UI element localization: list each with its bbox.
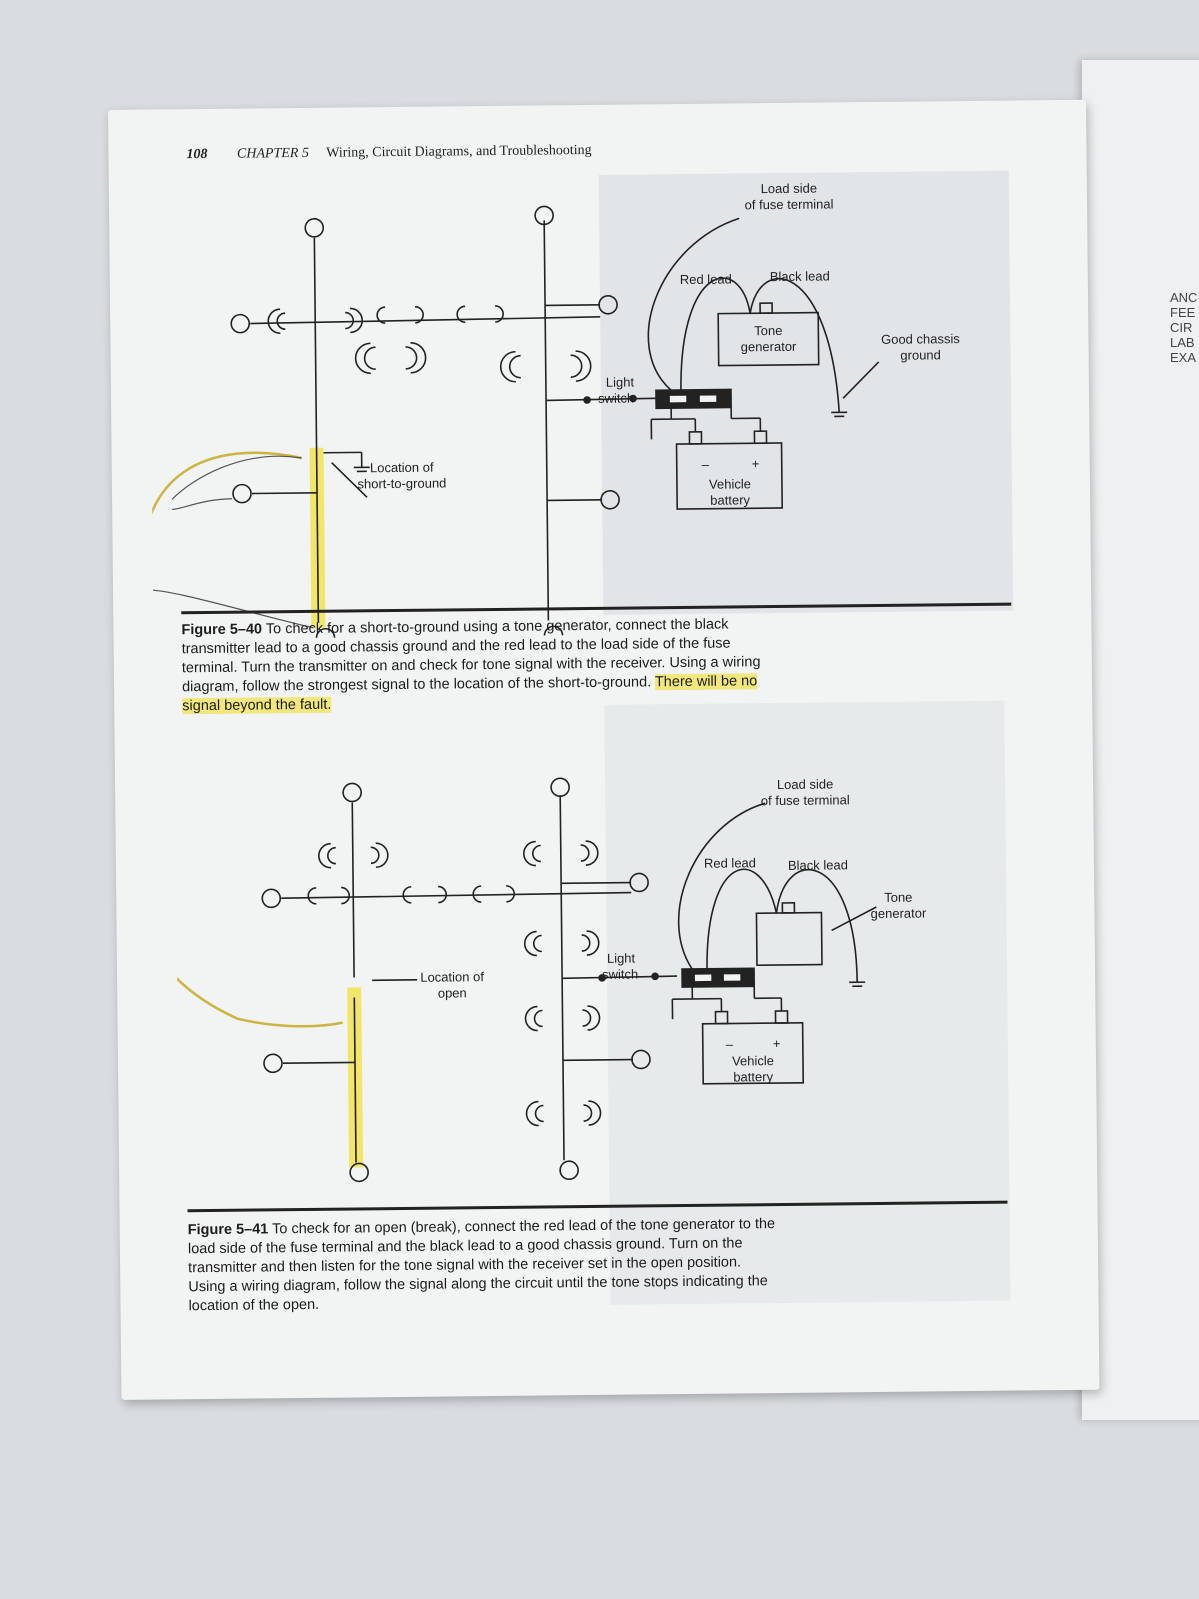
figure-5-40-number: Figure 5–40 xyxy=(181,621,263,639)
page-number: 108 xyxy=(186,146,208,163)
figure-5-40-diagram: Load side of fuse terminal Red lead Blac… xyxy=(148,181,960,640)
book-page: 108 CHAPTER 5 Wiring, Circuit Diagrams, … xyxy=(108,99,1100,1400)
label-battery-minus: – xyxy=(702,457,710,472)
label-fuse-terminal: of fuse terminal xyxy=(745,196,834,212)
label-battery: battery xyxy=(710,492,750,507)
chapter-label: CHAPTER 5 xyxy=(236,145,309,162)
running-header: 108 CHAPTER 5 Wiring, Circuit Diagrams, … xyxy=(186,143,591,163)
figure-5-41-caption: Figure 5–41 To check for an open (break)… xyxy=(188,1215,779,1316)
label-open: open xyxy=(438,985,467,1000)
label-light: Light xyxy=(606,375,635,390)
label-load-side: Load side xyxy=(761,181,818,197)
label-vehicle: Vehicle xyxy=(709,476,751,491)
label-battery: battery xyxy=(733,1069,773,1084)
label-generator: generator xyxy=(741,339,797,355)
label-battery-minus: – xyxy=(726,1036,734,1051)
facing-page xyxy=(1082,60,1199,1420)
label-load-side: Load side xyxy=(777,776,834,792)
label-battery-plus: + xyxy=(773,1036,781,1051)
label-red-lead: Red lead xyxy=(704,855,756,871)
label-red-lead: Red lead xyxy=(680,271,732,287)
label-light: Light xyxy=(607,951,636,966)
label-vehicle: Vehicle xyxy=(732,1053,774,1068)
figure-5-40-caption: Figure 5–40 To check for a short-to-grou… xyxy=(181,615,772,716)
label-ground: ground xyxy=(900,347,941,362)
label-good-chassis: Good chassis xyxy=(881,331,960,347)
label-battery-plus: + xyxy=(752,456,760,471)
label-generator: generator xyxy=(871,905,927,921)
label-tone: Tone xyxy=(884,890,912,905)
label-switch: switch xyxy=(602,966,638,981)
label-switch: switch xyxy=(598,391,634,406)
label-fuse-terminal: of fuse terminal xyxy=(761,792,850,808)
chapter-title: Wiring, Circuit Diagrams, and Troublesho… xyxy=(326,142,592,161)
label-location-of: Location of xyxy=(370,460,434,476)
figure-5-41-text: To check for an open (break), connect th… xyxy=(187,1216,776,1315)
facing-page-edge-text: ANC FEE CIR LAB EXA xyxy=(1170,290,1198,365)
label-tone: Tone xyxy=(754,323,782,338)
label-black-lead: Black lead xyxy=(770,268,830,284)
label-location-of: Location of xyxy=(420,969,484,985)
figure-5-41-diagram: Load side of fuse terminal Red lead Blac… xyxy=(175,770,927,1183)
label-black-lead: Black lead xyxy=(788,857,848,873)
label-short-to-ground: short-to-ground xyxy=(357,475,446,491)
figure-5-41-number: Figure 5–41 xyxy=(187,1221,269,1239)
